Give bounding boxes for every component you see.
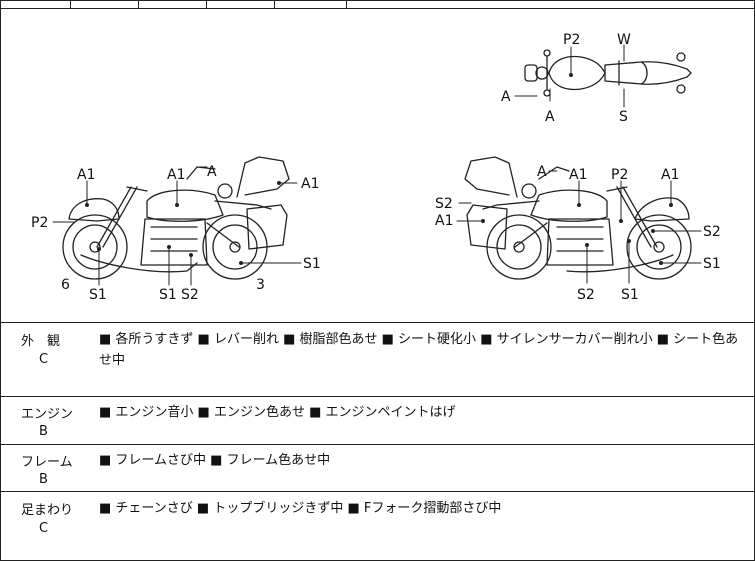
grade-value: B — [39, 424, 48, 439]
damage-label: S — [619, 109, 628, 125]
damage-label: S1 — [703, 256, 721, 272]
front-fender — [634, 197, 690, 222]
damage-label: A — [545, 109, 555, 125]
damage-label: S2 — [435, 196, 453, 212]
damage-label: A1 — [301, 176, 319, 192]
damage-label: A — [207, 164, 217, 180]
damage-label: 6 — [61, 277, 70, 293]
front-wheel — [62, 214, 128, 280]
side-case — [246, 204, 288, 250]
grade-value: C — [39, 352, 49, 367]
damage-label: S2 — [703, 224, 721, 240]
damage-label: A1 — [77, 167, 95, 183]
top-box — [464, 156, 518, 198]
top-view-motorcycle — [524, 49, 692, 97]
damage-label: S1 — [303, 256, 321, 272]
damage-label: S2 — [181, 287, 199, 303]
remarks-text: ■ エンジン音小 ■ エンジン色あせ ■ エンジンペイントはげ — [99, 405, 456, 420]
damage-labels: P2 W A A S A1 A1 A A1 P2 6 S1 S1 S2 3 S1… — [31, 32, 721, 303]
motorcycle-damage-diagram: P2 W A A S A1 A1 A A1 P2 6 S1 S1 S2 3 S1… — [1, 9, 755, 323]
right-view-motorcycle — [464, 156, 692, 280]
table-cell — [275, 1, 347, 9]
table-cell — [1, 1, 71, 9]
damage-label: A — [501, 89, 511, 105]
grade-value: C — [39, 521, 49, 536]
category-label: フレーム — [21, 455, 73, 470]
exhaust-pipe — [566, 254, 674, 273]
damage-label: S1 — [621, 287, 639, 303]
grade-value: B — [39, 472, 48, 487]
damage-label: S1 — [89, 287, 107, 303]
remarks-text: ■ フレームさび中 ■ フレーム色あせ中 — [99, 453, 331, 468]
remarks-text: ■ チェーンさび ■ トップブリッジきず中 ■ Fフォーク摺動部さび中 — [99, 501, 502, 516]
eval-row-suspension: 足まわり C ■ チェーンさび ■ トップブリッジきず中 ■ Fフォーク摺動部さ… — [1, 492, 755, 561]
eval-row-exterior: 外 観 C ■ 各所うすきず ■ レバー削れ ■ 樹脂部色あせ ■ シート硬化小… — [1, 323, 755, 397]
side-case — [466, 204, 508, 250]
damage-label: A1 — [435, 213, 453, 229]
fuel-tank — [146, 189, 224, 222]
front-wheel — [626, 214, 692, 280]
table-cell — [207, 1, 275, 9]
engine — [546, 218, 614, 266]
remarks-text: ■ 各所うすきず ■ レバー削れ ■ 樹脂部色あせ ■ シート硬化小 ■ サイレ… — [99, 332, 739, 368]
damage-label: P2 — [563, 32, 580, 48]
category-label: 足まわり — [21, 503, 74, 518]
exhaust-pipe — [80, 254, 198, 273]
table-cell — [139, 1, 207, 9]
category-label: 外 観 — [21, 334, 61, 349]
fuel-tank — [530, 189, 608, 222]
diagram-svg: P2 W A A S A1 A1 A A1 P2 6 S1 S1 S2 3 S1… — [31, 32, 721, 303]
top-box — [236, 156, 290, 198]
damage-label: S1 — [159, 287, 177, 303]
category-label: エンジン — [21, 407, 74, 422]
table-header-row-cut — [1, 1, 755, 9]
damage-label: A1 — [167, 167, 185, 183]
damage-label: A1 — [569, 167, 587, 183]
front-fender — [68, 198, 120, 222]
damage-label: A1 — [661, 167, 679, 183]
engine — [140, 218, 208, 266]
table-cell — [71, 1, 139, 9]
eval-row-engine: エンジン B ■ エンジン音小 ■ エンジン色あせ ■ エンジンペイントはげ — [1, 397, 755, 445]
leader-lines — [52, 44, 702, 286]
damage-label: A — [537, 164, 547, 180]
damage-label: W — [617, 32, 631, 48]
damage-label: P2 — [31, 215, 48, 231]
damage-label: 3 — [256, 277, 265, 293]
eval-row-frame: フレーム B ■ フレームさび中 ■ フレーム色あせ中 — [1, 445, 755, 492]
damage-label: S2 — [577, 287, 595, 303]
damage-label: P2 — [611, 167, 628, 183]
